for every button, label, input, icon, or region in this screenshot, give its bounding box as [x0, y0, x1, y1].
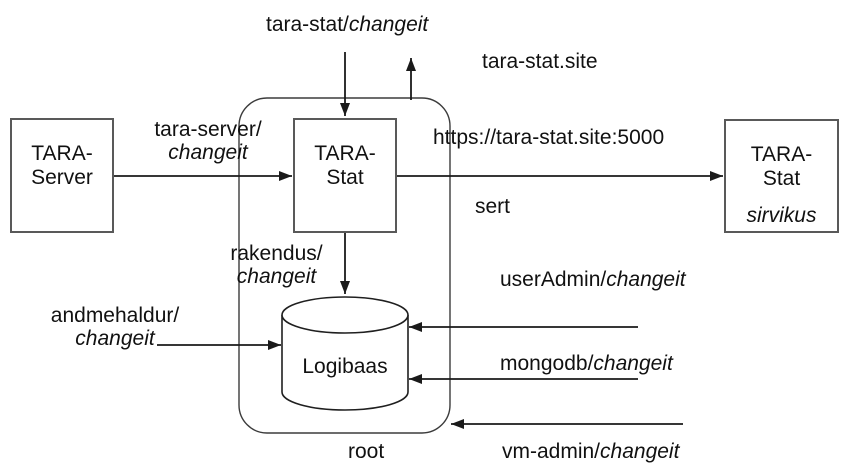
label-mongodb-credentials: mongodb/changeit	[500, 352, 673, 375]
credential-user: tara-server/	[154, 118, 262, 141]
label-useradmin-credentials: userAdmin/changeit	[500, 268, 686, 291]
node-label-line: Stat	[762, 167, 801, 190]
label-tara-stat-credentials: tara-stat/changeit	[266, 13, 428, 36]
label-rakendus-credentials: rakendus/ changeit	[226, 242, 327, 288]
node-label-line: TARA-	[750, 143, 813, 166]
label-sert: sert	[475, 195, 511, 218]
credential-user: andmehaldur/	[50, 304, 180, 327]
credential-secret: changeit	[593, 352, 673, 375]
node-tara-stat: TARA- Stat	[293, 118, 397, 233]
credential-user: rakendus/	[230, 242, 323, 265]
database-cylinder-top	[281, 296, 409, 334]
node-label-line: TARA-	[31, 141, 93, 165]
database-label: Logibaas	[302, 355, 388, 378]
credential-secret: changeit	[606, 268, 686, 291]
node-tara-stat-sirvikus: TARA- Stat sirvikus	[724, 119, 839, 233]
credential-user: tara-stat/	[266, 13, 349, 36]
credential-user: userAdmin/	[500, 268, 607, 291]
credential-user: mongodb/	[500, 352, 594, 375]
node-role-label: sirvikus	[746, 204, 817, 227]
label-andmehaldur-credentials: andmehaldur/ changeit	[40, 304, 190, 350]
credential-secret: changeit	[348, 13, 429, 36]
credential-secret: changeit	[75, 327, 155, 350]
label-vmadmin-credentials: vm-admin/changeit	[502, 440, 679, 463]
label-stat-url: https://tara-stat.site:5000	[433, 126, 665, 149]
root-user-label: root	[348, 440, 385, 463]
label-tara-server-credentials: tara-server/ changeit	[145, 118, 271, 164]
credential-user: vm-admin/	[502, 440, 601, 463]
node-tara-server: TARA- Server	[10, 118, 114, 233]
label-tara-stat-site: tara-stat.site	[482, 50, 598, 73]
node-label-line: Server	[31, 165, 93, 189]
credential-secret: changeit	[236, 265, 317, 288]
credential-secret: changeit	[600, 440, 680, 463]
node-label-line: TARA-	[314, 141, 376, 165]
node-label-line: Stat	[326, 165, 364, 189]
database-cylinder-body	[281, 315, 409, 411]
credential-secret: changeit	[168, 141, 248, 164]
